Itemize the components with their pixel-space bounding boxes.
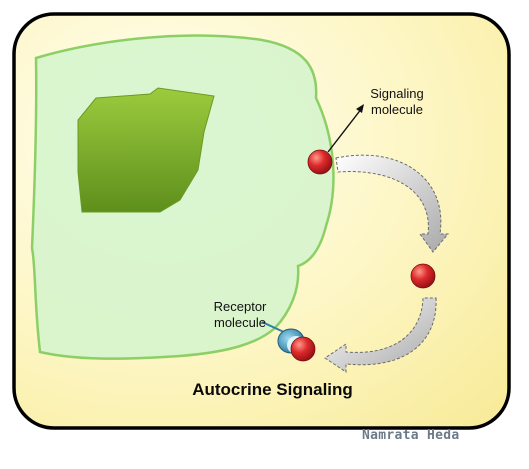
author-watermark: Namrata Heda (362, 428, 460, 443)
signaling-pointer-arrowhead (356, 104, 364, 113)
signaling-molecule-1 (307, 149, 333, 175)
signaling-molecule-label: Signaling molecule (370, 86, 424, 117)
receptor-molecule-label: Receptor molecule (213, 299, 267, 330)
nucleus (77, 87, 215, 213)
curved-arrow-1 (335, 154, 450, 253)
diagram-title: Autocrine Signaling (192, 380, 353, 399)
signaling-molecule-3 (290, 336, 316, 362)
signaling-molecule-2 (410, 263, 436, 289)
curved-arrow-2 (324, 297, 437, 373)
signaling-pointer-line (327, 107, 363, 153)
cell-body (30, 34, 335, 360)
receptor-pointer-line (261, 321, 287, 334)
